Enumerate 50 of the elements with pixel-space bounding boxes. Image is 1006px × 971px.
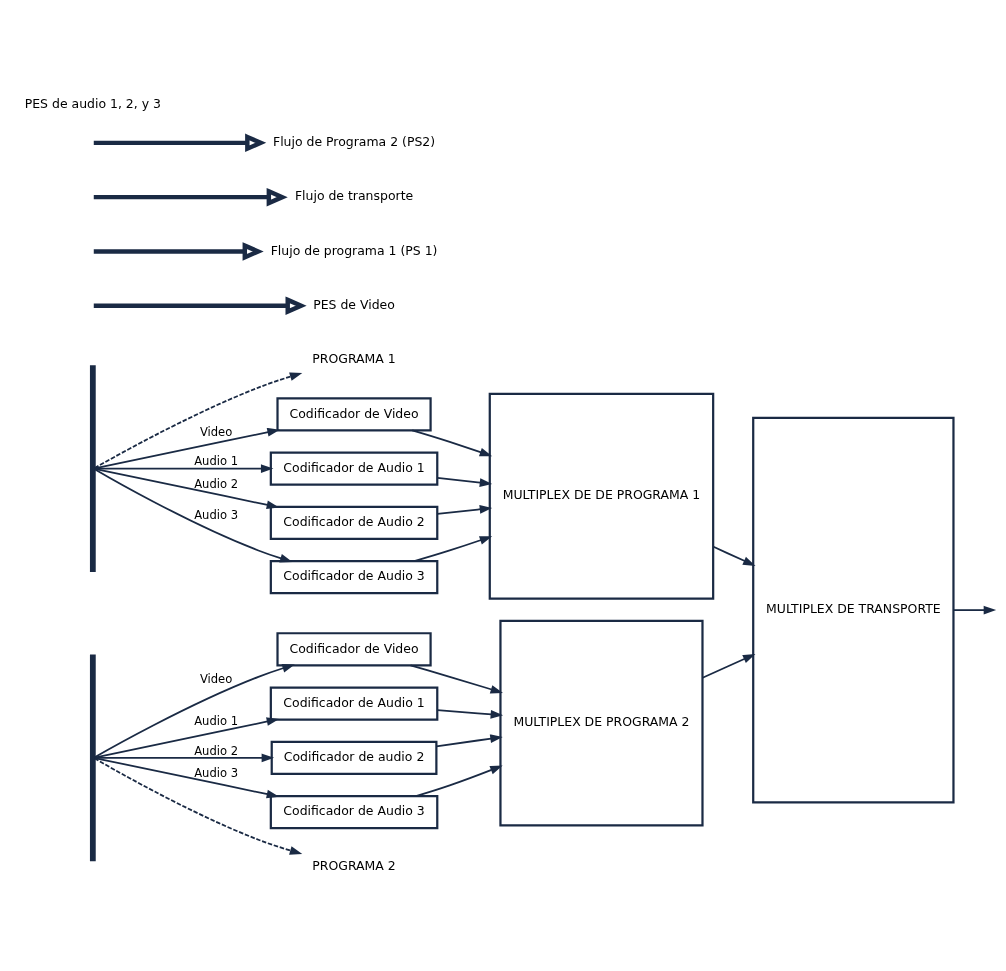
node-text: Flujo de transporte: [294, 188, 414, 204]
node-box: MULTIPLEX DE DE PROGRAMA 1: [488, 392, 715, 600]
arrow: [701, 653, 756, 679]
edge-label: Audio 1: [194, 714, 239, 729]
arrow: [93, 468, 293, 563]
edge-label: Video: [199, 671, 233, 686]
node-text: PES de Video: [313, 297, 395, 313]
arrow: [409, 664, 503, 694]
edge-label: Video: [199, 425, 233, 440]
arrow: [93, 133, 267, 153]
edge-label: Audio 3: [194, 507, 239, 522]
arrow: [93, 664, 295, 759]
node-box: Codificador de Video: [276, 632, 432, 667]
node-bar: [89, 365, 96, 573]
arrow: [93, 187, 288, 207]
node-text: Flujo de Programa 2 (PS2): [272, 134, 436, 150]
arrow: [952, 605, 997, 615]
arrow: [435, 734, 503, 748]
arrow: [436, 476, 493, 487]
arrow: [411, 429, 493, 457]
node-box: MULTIPLEX DE PROGRAMA 2: [499, 619, 704, 827]
node-box: Codificador de Audio 1: [269, 686, 439, 721]
node-box: Codificador de audio 2: [270, 740, 438, 775]
arrow: [436, 504, 493, 515]
node-box: Codificador de Audio 3: [269, 795, 439, 830]
arrow: [93, 757, 280, 799]
arrow: [93, 467, 280, 510]
node-box: Codificador de Audio 1: [269, 451, 439, 486]
label: PES de audio 1, 2, y 3: [24, 95, 161, 111]
node-box: Codificador de Audio 2: [269, 505, 439, 540]
arrow: [93, 242, 264, 261]
node-text: PROGRAMA 1: [312, 351, 396, 367]
node-bar: [89, 654, 96, 862]
edge-label: Audio 3: [194, 765, 239, 780]
arrow: [415, 765, 503, 797]
node-box: MULTIPLEX DE TRANSPORTE: [752, 416, 955, 804]
arrow: [93, 372, 303, 469]
arrow: [712, 545, 756, 566]
edge-label: Audio 1: [194, 454, 239, 469]
node-text: PROGRAMA 2: [312, 857, 396, 873]
node-box: Codificador de Video: [276, 397, 432, 432]
arrow: [93, 296, 307, 315]
arrow: [93, 757, 303, 855]
edge-label: Audio 2: [194, 743, 239, 758]
arrow: [93, 427, 280, 470]
arrow: [413, 536, 493, 563]
arrow: [436, 709, 504, 719]
edge-label: Audio 2: [194, 476, 239, 491]
node-text: Flujo de programa 1 (PS 1): [270, 242, 438, 258]
node-box: Codificador de Audio 3: [269, 560, 439, 595]
